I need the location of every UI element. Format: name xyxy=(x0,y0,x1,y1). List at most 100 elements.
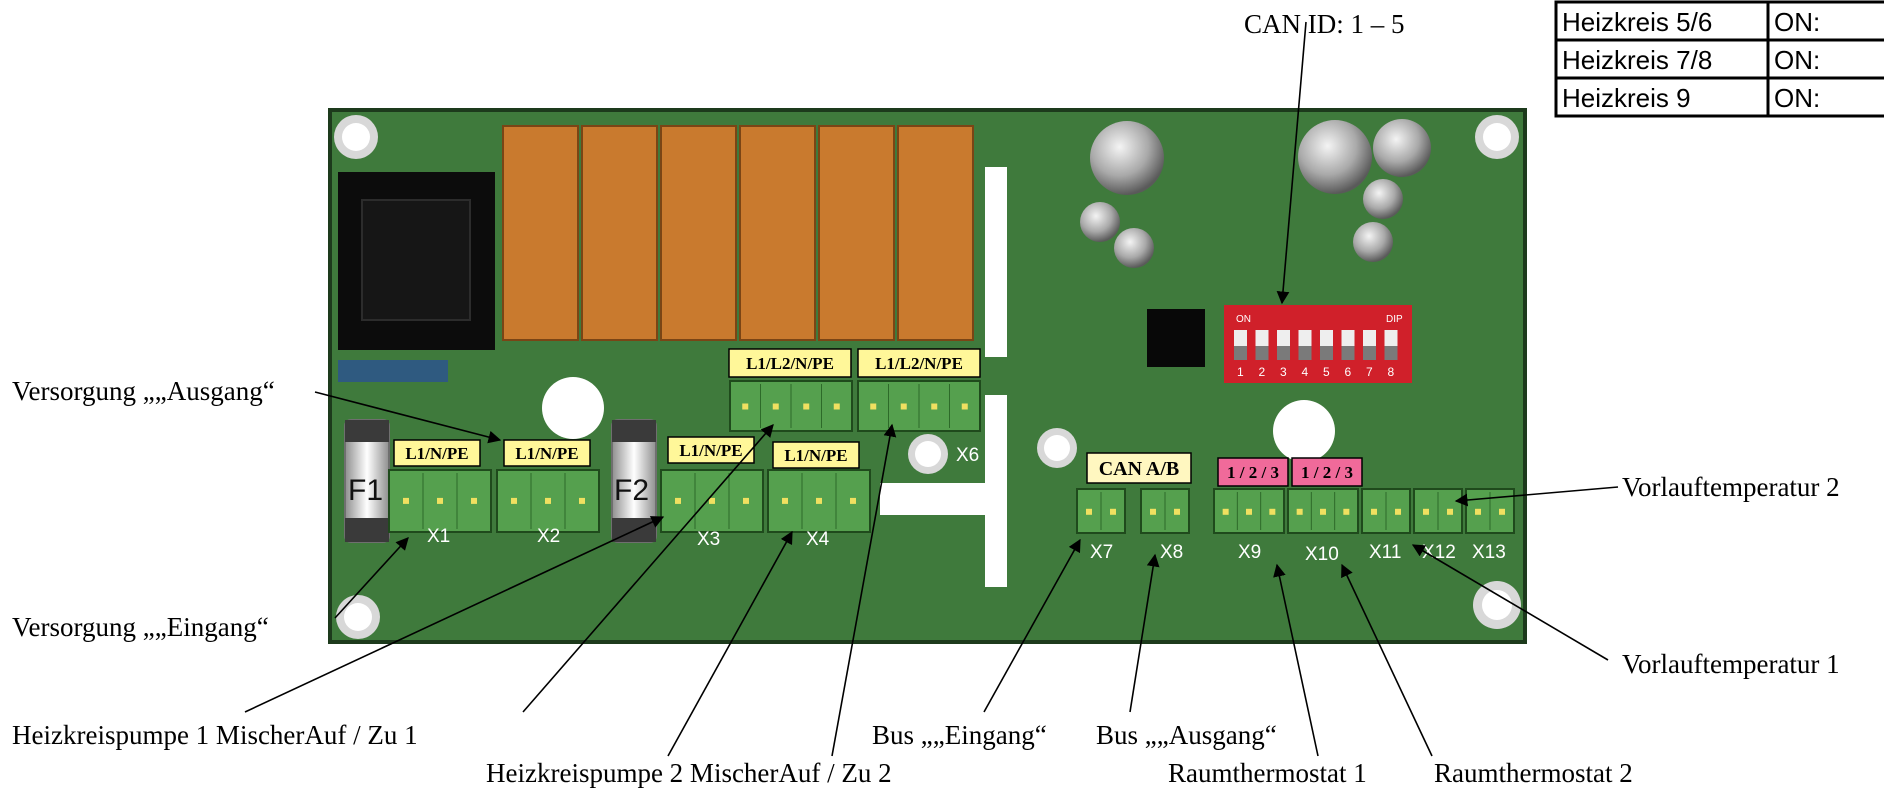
tag-x1: L1/N/PE xyxy=(393,439,481,467)
relay-bank xyxy=(502,125,974,341)
mounting-hole-icon xyxy=(1473,581,1521,629)
terminal-pin xyxy=(1423,508,1429,515)
table-cell-name: Heizkreis 9 xyxy=(1562,83,1691,113)
terminal-x5[interactable] xyxy=(729,380,853,432)
connector-label-x4: X4 xyxy=(806,529,830,550)
connector-label-x11: X11 xyxy=(1369,542,1401,563)
table-row: Heizkreis 7/8 ON: xyxy=(1554,38,1884,80)
dip-lever-knob xyxy=(1298,346,1312,360)
label-raumthermostat-1: Raumthermostat 1 xyxy=(1168,758,1367,788)
dip-lever-knob xyxy=(1255,346,1269,360)
svg-text:L1/N/PE: L1/N/PE xyxy=(405,444,468,463)
terminal-pin xyxy=(1320,508,1326,515)
fuse-label: F2 xyxy=(614,474,649,507)
label-versorgung-eingang: Versorgung „„Eingang“ xyxy=(12,612,269,642)
terminal-pin xyxy=(1269,508,1276,515)
terminal-pin xyxy=(709,497,715,504)
terminal-x6[interactable] xyxy=(857,380,981,432)
terminal-x8[interactable] xyxy=(1140,488,1190,534)
dip-lever-knob xyxy=(1234,346,1247,360)
screw-hole-icon xyxy=(908,434,948,474)
label-raumthermostat-2: Raumthermostat 2 xyxy=(1434,758,1633,788)
terminal-x12[interactable] xyxy=(1413,488,1463,534)
transformer-icon xyxy=(338,172,495,382)
dip-levers xyxy=(1234,330,1398,360)
microcontroller-chip xyxy=(1147,309,1205,367)
dip-number: 6 xyxy=(1345,365,1352,379)
terminal-pin xyxy=(1395,508,1401,515)
terminal-x1[interactable] xyxy=(388,469,492,533)
connector-label-x13: X13 xyxy=(1472,542,1506,563)
terminal-pin xyxy=(1371,508,1377,515)
callout-labels: Versorgung „„Ausgang“ Versorgung „„Einga… xyxy=(12,376,1840,788)
tag-x10: 1 / 2 / 3 xyxy=(1291,457,1363,487)
dip-lever-knob xyxy=(1320,346,1333,360)
terminal-pin xyxy=(1110,508,1116,515)
terminal-pin xyxy=(579,497,585,504)
varistor-icon xyxy=(542,377,604,439)
terminal-x9[interactable] xyxy=(1213,488,1285,534)
dip-number: 1 xyxy=(1237,365,1244,379)
screw-hole-icon xyxy=(1037,428,1077,468)
tag-x2: L1/N/PE xyxy=(503,439,591,467)
can-id-label: CAN ID: 1 – 5 xyxy=(1244,9,1405,39)
dip-number: 7 xyxy=(1366,365,1373,379)
terminal-pin xyxy=(511,497,517,504)
svg-text:CAN A/B: CAN A/B xyxy=(1099,458,1180,480)
terminal-pin xyxy=(870,403,877,410)
terminal-pin xyxy=(1296,508,1303,515)
svg-text:1 / 2 / 3: 1 / 2 / 3 xyxy=(1301,463,1353,482)
terminal-pin xyxy=(1499,508,1505,515)
svg-text:L1/N/PE: L1/N/PE xyxy=(515,444,578,463)
table-cell-name: Heizkreis 5/6 xyxy=(1562,7,1712,37)
relay-icon xyxy=(818,125,895,341)
dip-number: 3 xyxy=(1280,365,1287,379)
label-vorlauftemperatur-1: Vorlauftemperatur 1 xyxy=(1622,649,1840,679)
mounting-hole-icon xyxy=(336,595,380,639)
terminal-x7[interactable] xyxy=(1076,488,1126,534)
terminal-x2[interactable] xyxy=(496,469,600,533)
relay-icon xyxy=(581,125,658,341)
connector-label-x12: X12 xyxy=(1422,542,1456,563)
relay-icon xyxy=(739,125,816,341)
tag-x4: L1/N/PE xyxy=(772,441,860,469)
mounting-hole-icon xyxy=(334,115,378,159)
terminal-pin xyxy=(1475,508,1481,515)
terminal-pin xyxy=(961,403,968,410)
label-heizkreispumpe-2: Heizkreispumpe 2 MischerAuf / Zu 2 xyxy=(486,758,892,788)
tag-x6: L1/L2/N/PE xyxy=(857,348,981,378)
terminal-x4[interactable] xyxy=(767,469,871,533)
label-bus-eingang: Bus „„Eingang“ xyxy=(872,720,1047,750)
label-bus-ausgang: Bus „„Ausgang“ xyxy=(1096,720,1277,750)
terminal-pin xyxy=(833,403,840,410)
svg-text:1 / 2 / 3: 1 / 2 / 3 xyxy=(1227,463,1279,482)
terminal-x11[interactable] xyxy=(1361,488,1411,534)
tag-can-ab: CAN A/B xyxy=(1086,452,1192,484)
dip-number: 5 xyxy=(1323,365,1330,379)
dip-number: 8 xyxy=(1388,365,1395,379)
connector-label-x10: X10 xyxy=(1305,544,1339,565)
terminal-pin xyxy=(816,497,822,504)
terminal-pin xyxy=(403,497,409,504)
dip-lever-knob xyxy=(1384,346,1398,360)
terminal-x10[interactable] xyxy=(1287,488,1359,534)
table-cell-value: ON: xyxy=(1774,7,1820,37)
tag-x9: 1 / 2 / 3 xyxy=(1217,457,1289,487)
terminal-x13[interactable] xyxy=(1465,488,1515,534)
terminal-pin xyxy=(1447,508,1453,515)
table-cell-value: ON: xyxy=(1774,45,1820,75)
heizkreis-table: Heizkreis 5/6 ON: Heizkreis 7/8 ON: Heiz… xyxy=(1554,0,1884,118)
isolation-slot xyxy=(880,167,1007,587)
relay-icon xyxy=(897,125,974,341)
terminal-pin xyxy=(772,403,779,410)
terminal-pin xyxy=(1086,508,1092,515)
capacitor-icon xyxy=(1080,119,1431,268)
dip-lever-knob xyxy=(1277,346,1290,360)
terminal-x3[interactable] xyxy=(660,469,764,533)
terminal-pin xyxy=(743,497,749,504)
terminal-pin xyxy=(1150,508,1156,515)
mounting-hole-icon xyxy=(1475,115,1519,159)
